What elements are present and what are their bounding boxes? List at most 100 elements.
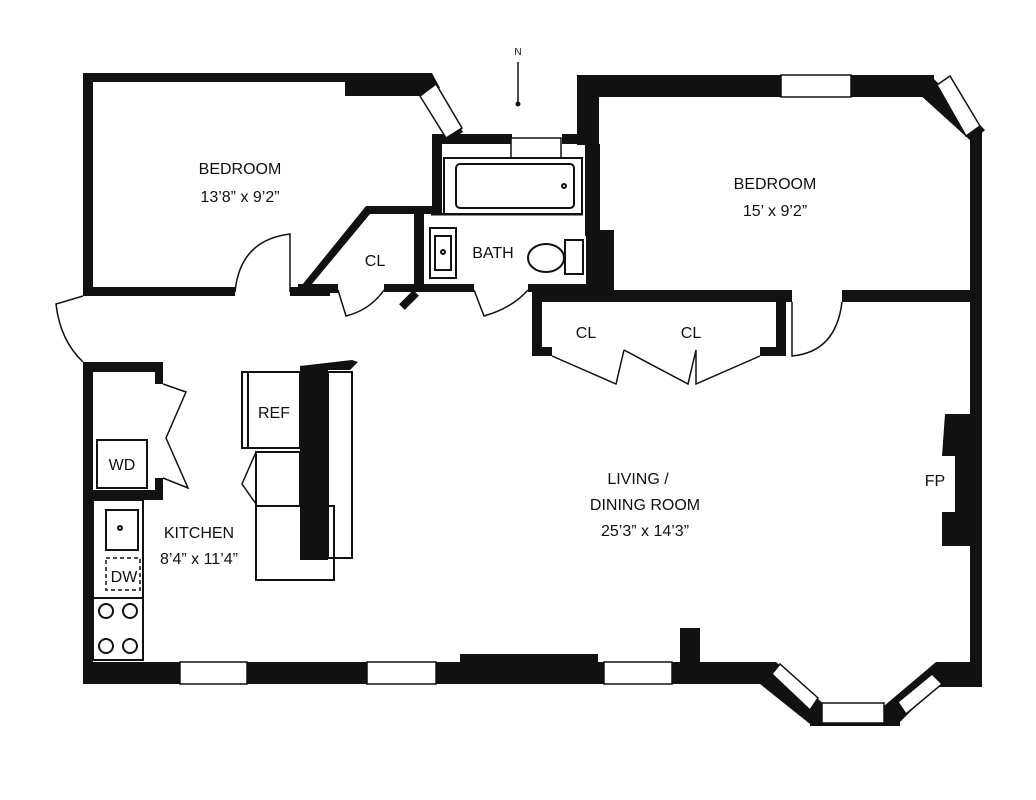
label-living-line2: DINING ROOM [590,497,700,514]
wall-left-bedroom [83,73,93,295]
wall-top-left-bedroom [83,73,345,82]
window-right-bedroom-angled [936,74,981,138]
window-bay-center [821,702,885,724]
bath-sink-basin [434,235,452,271]
wall-living-closet-top [532,290,786,302]
door-right-bedroom [791,301,843,357]
label-kitchen: KITCHEN [164,525,234,542]
kitchen-sink-drain [117,525,123,531]
north-arrow-dot [515,101,521,107]
label-washer-dryer: WD [109,457,136,474]
wall-kitchen-west [83,362,93,684]
wall-living-closet-east [776,290,786,356]
fixture-labels: WD REF DW FP [109,405,946,586]
size-living: 25’3” x 14’3” [601,523,689,540]
window-bottom-2 [366,661,437,685]
wall-living-closet-east-foot [760,347,786,356]
interior-walls [298,206,982,560]
stove-burner-4 [122,638,138,654]
window-bay-right [896,672,944,716]
wall-bath-bottom [528,284,588,292]
bathtub-basin [455,163,575,209]
wall-bottom-post [680,628,700,664]
bathtub [443,157,583,215]
pantry-cabinet [255,451,301,507]
wall-hall-bottom [298,284,338,293]
wall-bath-north [432,134,512,144]
wall-laundry-bottom [83,490,163,500]
label-bath: BATH [472,245,513,262]
stove-burner-1 [98,603,114,619]
wall-bottom-left [83,662,183,684]
wall-laundry-post-top [155,362,163,384]
label-closet-living-1: CL [576,325,597,342]
stove-burner-3 [98,638,114,654]
wall-living-closet-west-foot [532,347,552,356]
peninsula-edge [327,371,353,559]
fixtures [92,157,584,661]
door-entry [55,295,84,363]
wall-bottom-mid-a [247,662,367,684]
wall-bath-north-b [562,134,584,144]
wall-bottom-mid-b [436,662,604,684]
wall-east [970,132,982,687]
wall-closet-angle [298,206,432,290]
wall-closet-bottom [384,284,474,292]
window-bottom-1 [179,661,248,685]
size-kitchen: 8’4” x 11’4” [160,551,238,568]
stove [92,597,144,661]
door-living-closet-1 [551,349,625,386]
bath-sink [429,227,457,279]
north-compass: N [514,47,522,107]
peninsula-counter [255,505,335,581]
doors [55,233,843,505]
label-closet-hall: CL [365,253,386,270]
wall-bath-west [432,134,442,214]
windows [179,74,981,724]
fireplace [942,414,972,546]
label-closet-living-2: CL [681,325,702,342]
label-bedroom-left: BEDROOM [199,161,282,178]
wall-right-bedroom-west [585,144,600,236]
door-bath [473,289,529,317]
window-right-bedroom-top [780,74,852,98]
door-left-bedroom [234,233,291,293]
window-bay-left [770,662,819,712]
washer-dryer [96,439,148,489]
label-refrigerator: REF [258,405,290,422]
room-labels: BEDROOM 13’8” x 9’2” BEDROOM 15’ x 9’2” … [160,161,816,568]
label-dishwasher: DW [111,569,139,586]
refrigerator-inner [247,371,301,449]
door-laundry [162,383,190,490]
door-pantry [241,451,257,505]
wall-closet-door-stub [399,290,419,310]
wall-laundry-post-bottom [155,478,163,500]
label-bedroom-right: BEDROOM [734,176,817,193]
bathtub-drain [561,183,567,189]
kitchen-sink [105,509,139,551]
wall-bottom-thick [460,654,598,666]
window-bath [510,137,562,159]
label-fireplace: FP [925,473,945,490]
wall-bath-east-block [586,230,614,290]
size-bedroom-left: 13’8” x 9’2” [200,189,279,206]
stove-burner-2 [122,603,138,619]
dishwasher [105,557,141,591]
wall-bedroom-bottom-a [83,287,235,296]
wall-laundry-top [83,362,163,372]
kitchen-peninsula-top [300,360,358,370]
toilet-tank [564,239,584,275]
wall-top-left-thick [345,73,440,96]
wall-bottom-right [672,662,772,684]
wall-right-bedroom-top [577,75,934,97]
wall-closet-east [414,206,424,290]
north-label: N [514,47,521,58]
toilet-bowl [527,243,565,273]
wall-bedroom-right-bottom [842,290,982,302]
window-left-bedroom-angled [419,82,464,140]
window-bottom-3 [603,661,673,685]
size-bedroom-right: 15’ x 9’2” [743,203,807,220]
door-hall-closet [337,289,385,317]
wall-living-closet-west [532,290,542,356]
